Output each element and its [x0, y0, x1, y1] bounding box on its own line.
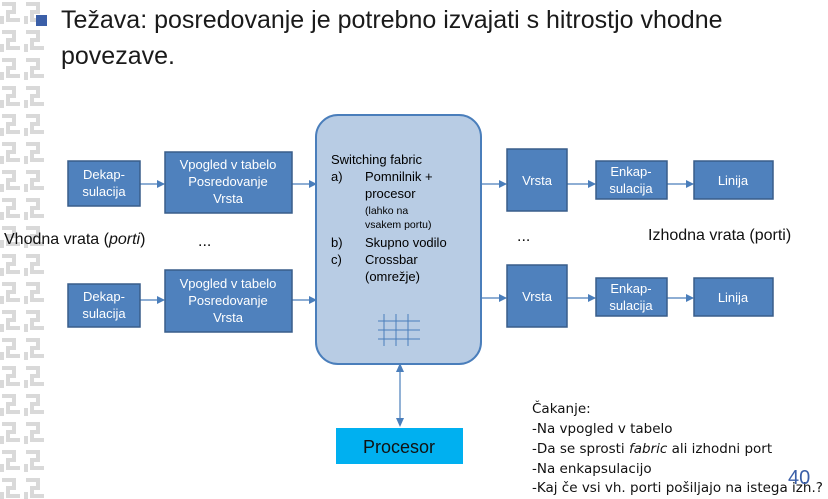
- pattern-segment: [24, 394, 44, 416]
- box-dekap-top-line1: Dekap-: [83, 167, 125, 182]
- box-enkap-top-line1: Enkap-: [610, 164, 651, 179]
- fabric-item-a-line1: Pomnilnik +: [365, 169, 433, 184]
- box-lookup-bottom-line3: Vrsta: [213, 310, 244, 325]
- waiting-item-1: -Na vpogled v tabelo: [532, 421, 673, 437]
- pattern-segment: [0, 338, 20, 360]
- fabric-item-a-line2: procesor: [365, 186, 416, 201]
- pattern-segment: [0, 170, 20, 192]
- fabric-item-b-line1: Skupno vodilo: [365, 235, 447, 250]
- box-lookup-top-line3: Vrsta: [213, 191, 244, 206]
- bullet-icon: [36, 15, 47, 26]
- pattern-segment: [24, 198, 44, 220]
- fabric-item-c-marker: c): [331, 252, 342, 267]
- box-dekap-bottom-line2: sulacija: [82, 306, 126, 321]
- pattern-segment: [0, 198, 20, 220]
- fabric-item-a-note2: vsakem portu): [365, 219, 432, 231]
- box-procesor: Procesor: [336, 428, 463, 464]
- fabric-item-a-marker: a): [331, 169, 343, 184]
- ellipsis-right: ...: [517, 228, 531, 245]
- fabric-item-c-line1: Crossbar: [365, 252, 418, 267]
- box-lookup-top-line2: Posredovanje: [188, 174, 268, 189]
- pattern-segment: [24, 142, 44, 164]
- output-ports-label: Izhodna vrata (porti): [648, 227, 792, 244]
- box-lookup-bottom: Vpogled v tabelo Posredovanje Vrsta: [164, 269, 293, 333]
- box-linija-bottom: Linija: [693, 277, 774, 317]
- title-line-2: povezave.: [61, 42, 175, 70]
- box-lookup-top-line1: Vpogled v tabelo: [180, 157, 277, 172]
- title-line-1: Težava: posredovanje je potrebno izvajat…: [61, 6, 723, 34]
- pattern-segment: [24, 310, 44, 332]
- box-dekap-bottom: Dekap- sulacija: [67, 283, 141, 328]
- page-number: 40: [788, 467, 811, 489]
- waiting-item-2: -Da se sprosti fabric ali izhodni port: [532, 441, 773, 457]
- decorative-pattern: [0, 2, 44, 499]
- pattern-segment: [0, 58, 20, 80]
- pattern-segment: [0, 366, 20, 388]
- box-vrsta-bottom-label: Vrsta: [522, 289, 553, 304]
- pattern-segment: [24, 338, 44, 360]
- pattern-segment: [24, 366, 44, 388]
- switching-fabric: Switching fabric a) Pomnilnik + procesor…: [315, 114, 482, 365]
- ellipsis-left: ...: [198, 233, 212, 250]
- pattern-segment: [0, 226, 20, 248]
- box-lookup-top: Vpogled v tabelo Posredovanje Vrsta: [164, 151, 293, 214]
- fabric-item-c-line2: (omrežje): [365, 269, 420, 284]
- box-dekap-top-line2: sulacija: [82, 184, 126, 199]
- pattern-segment: [24, 170, 44, 192]
- crossbar-grid-icon: [378, 314, 420, 346]
- box-lookup-bottom-line2: Posredovanje: [188, 293, 268, 308]
- box-vrsta-top: Vrsta: [506, 148, 568, 212]
- pattern-segment: [0, 30, 20, 52]
- arrows: [140, 180, 694, 427]
- box-procesor-label: Procesor: [363, 437, 435, 457]
- pattern-segment: [24, 30, 44, 52]
- waiting-item-3: -Na enkapsulacijo: [532, 461, 652, 477]
- box-linija-bottom-label: Linija: [718, 290, 749, 305]
- pattern-segment: [24, 450, 44, 472]
- pattern-segment: [0, 2, 20, 24]
- fabric-title: Switching fabric: [331, 152, 423, 167]
- fabric-item-b-marker: b): [331, 235, 343, 250]
- box-enkap-bottom-line2: sulacija: [609, 298, 653, 313]
- pattern-segment: [24, 114, 44, 136]
- box-linija-top-label: Linija: [718, 173, 749, 188]
- pattern-segment: [24, 422, 44, 444]
- box-enkap-bottom-line1: Enkap-: [610, 281, 651, 296]
- pattern-segment: [0, 86, 20, 108]
- pattern-segment: [24, 254, 44, 276]
- box-vrsta-top-label: Vrsta: [522, 173, 553, 188]
- pattern-segment: [24, 282, 44, 304]
- pattern-segment: [24, 58, 44, 80]
- pattern-segment: [24, 2, 44, 24]
- box-vrsta-bottom: Vrsta: [506, 264, 568, 328]
- box-enkap-top-line2: sulacija: [609, 181, 653, 196]
- pattern-segment: [24, 226, 44, 248]
- box-dekap-top: Dekap- sulacija: [67, 160, 141, 207]
- pattern-segment: [0, 114, 20, 136]
- box-linija-top: Linija: [693, 160, 774, 200]
- pattern-segment: [0, 450, 20, 472]
- input-ports-label: Vhodna vrata (porti): [4, 231, 146, 248]
- pattern-segment: [0, 142, 20, 164]
- box-dekap-bottom-line1: Dekap-: [83, 289, 125, 304]
- waiting-heading: Čakanje:: [532, 401, 591, 417]
- fabric-item-a-note1: (lahko na: [365, 205, 408, 217]
- pattern-segment: [0, 310, 20, 332]
- pattern-segment: [0, 422, 20, 444]
- pattern-segment: [24, 86, 44, 108]
- box-enkap-top: Enkap- sulacija: [595, 160, 668, 200]
- box-enkap-bottom: Enkap- sulacija: [595, 277, 668, 317]
- box-lookup-bottom-line1: Vpogled v tabelo: [180, 276, 277, 291]
- waiting-item-4: -Kaj če vsi vh. porti pošiljajo na isteg…: [532, 480, 823, 496]
- pattern-segment: [0, 394, 20, 416]
- pattern-segment: [0, 282, 20, 304]
- pattern-segment: [0, 254, 20, 276]
